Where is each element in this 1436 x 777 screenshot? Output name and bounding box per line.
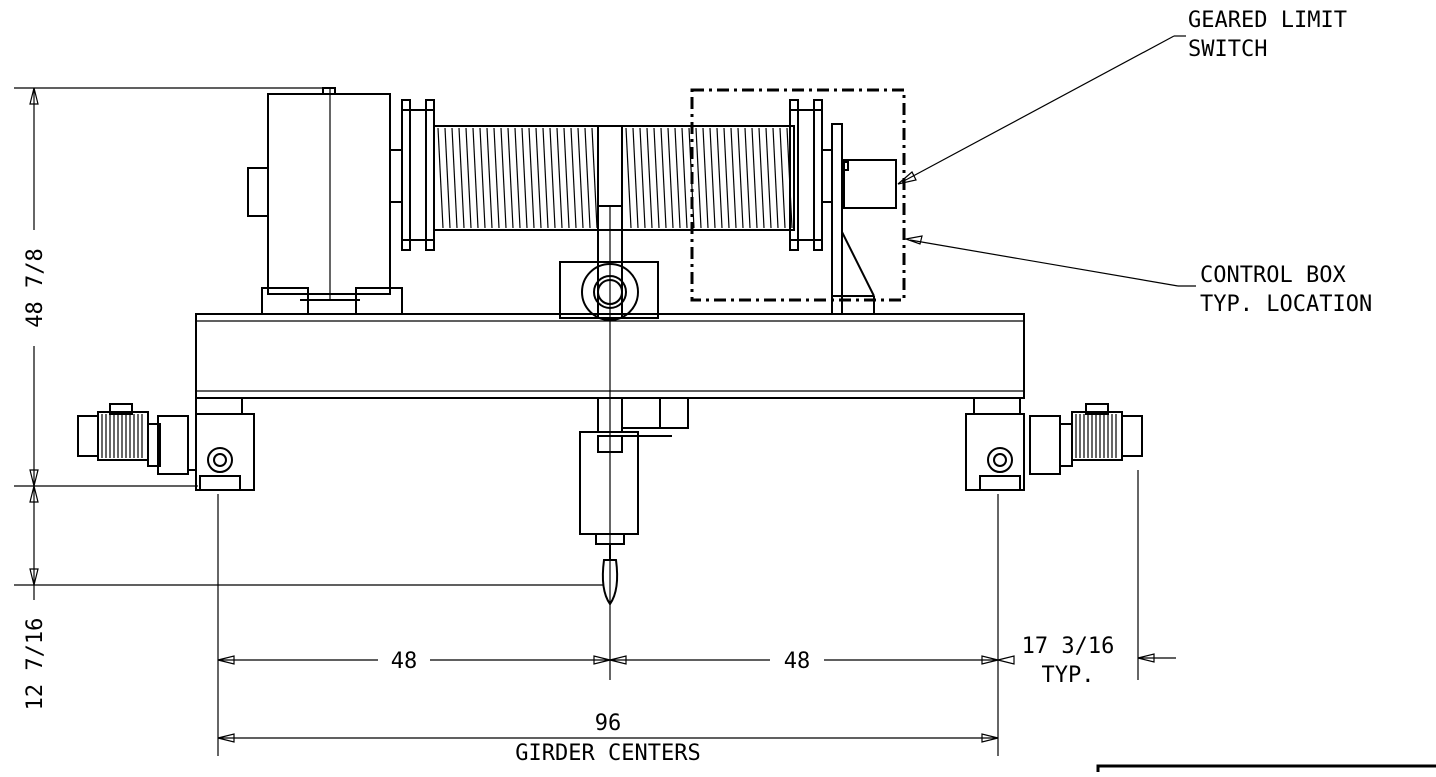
girder-centers-value: 96 (595, 711, 622, 736)
control-box-label-2: TYP. LOCATION (1200, 292, 1372, 317)
overall-height-dimension: 48 7/8 (23, 248, 48, 327)
geared-limit-switch-label-1: GEARED LIMIT (1188, 8, 1347, 33)
end-overhang-note: TYP. (1042, 663, 1095, 688)
hoist-gearbox (247, 87, 403, 315)
geared-limit-switch (841, 159, 897, 209)
upper-sheave-block (559, 205, 659, 321)
hook-block (579, 397, 689, 606)
left-end-truck (188, 397, 255, 491)
right-span-dimension: 48 (784, 649, 811, 674)
rope-drum (389, 99, 833, 251)
geared-limit-switch-label-2: SWITCH (1188, 37, 1267, 62)
vertical-dimension-lines (14, 87, 604, 600)
control-box-outline (690, 88, 906, 302)
end-overhang-dimension: 17 3/16 (1022, 634, 1115, 659)
hook-drop-dimension: 12 7/16 (23, 618, 48, 711)
control-box-label-1: CONTROL BOX (1200, 263, 1346, 288)
left-span-dimension: 48 (391, 649, 418, 674)
girder-centers-label: GIRDER CENTERS (515, 741, 700, 766)
leader-lines (897, 35, 1196, 287)
right-end-truck (965, 397, 1025, 491)
title-block-corner (1096, 764, 1436, 772)
drum-grooves (437, 127, 793, 229)
drum-support-stand (831, 123, 875, 315)
right-drive-motor (1029, 403, 1143, 475)
horizontal-dimension-lines (217, 653, 1176, 743)
left-drive-motor (77, 403, 189, 475)
